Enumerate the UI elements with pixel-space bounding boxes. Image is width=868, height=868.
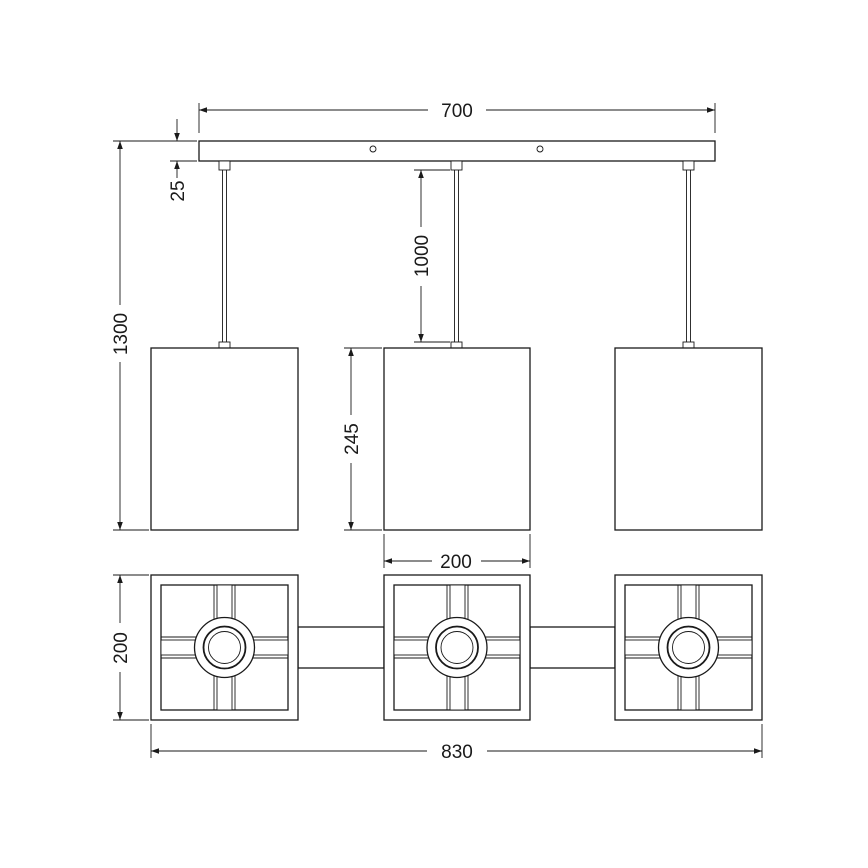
dimension-canopy-height: 25 bbox=[168, 119, 197, 202]
dimension-label: 200 bbox=[111, 632, 132, 664]
pendant-center bbox=[383, 160, 531, 531]
canopy-bar-plan bbox=[529, 626, 616, 669]
dimension-label: 1000 bbox=[412, 235, 433, 277]
lamp-shade bbox=[383, 347, 531, 531]
shade-plan-center bbox=[383, 574, 531, 721]
dimension-plan-depth: 200 bbox=[111, 574, 149, 721]
dimension-top-width: 700 bbox=[198, 101, 716, 133]
canopy-bar-plan bbox=[297, 626, 385, 669]
shade-plan-right bbox=[614, 574, 763, 721]
lamp-shade bbox=[614, 347, 763, 531]
dimension-shade-width: 200 bbox=[383, 534, 531, 573]
dimension-total-height: 1300 bbox=[111, 140, 197, 531]
dimension-label: 25 bbox=[168, 180, 189, 201]
canopy-screw bbox=[369, 145, 377, 153]
dimension-label: 1300 bbox=[111, 313, 132, 355]
lamp-shade bbox=[150, 347, 299, 531]
dimension-cable-length: 1000 bbox=[412, 169, 450, 343]
dimension-label: 830 bbox=[441, 742, 473, 763]
pendant-left bbox=[150, 160, 299, 531]
shade-plan-left bbox=[150, 574, 299, 721]
ceiling-canopy bbox=[198, 140, 716, 162]
elevation-view: 700 25 1300 1000 bbox=[111, 101, 763, 573]
plan-view: 200 830 bbox=[111, 574, 763, 763]
pendant-right bbox=[614, 160, 763, 531]
dimension-label: 245 bbox=[342, 423, 363, 455]
dimension-label: 200 bbox=[440, 552, 472, 573]
dimension-plan-width: 830 bbox=[150, 724, 763, 763]
canopy-screw bbox=[536, 145, 544, 153]
dimension-label: 700 bbox=[441, 101, 473, 122]
dimension-shade-height: 245 bbox=[342, 347, 382, 531]
